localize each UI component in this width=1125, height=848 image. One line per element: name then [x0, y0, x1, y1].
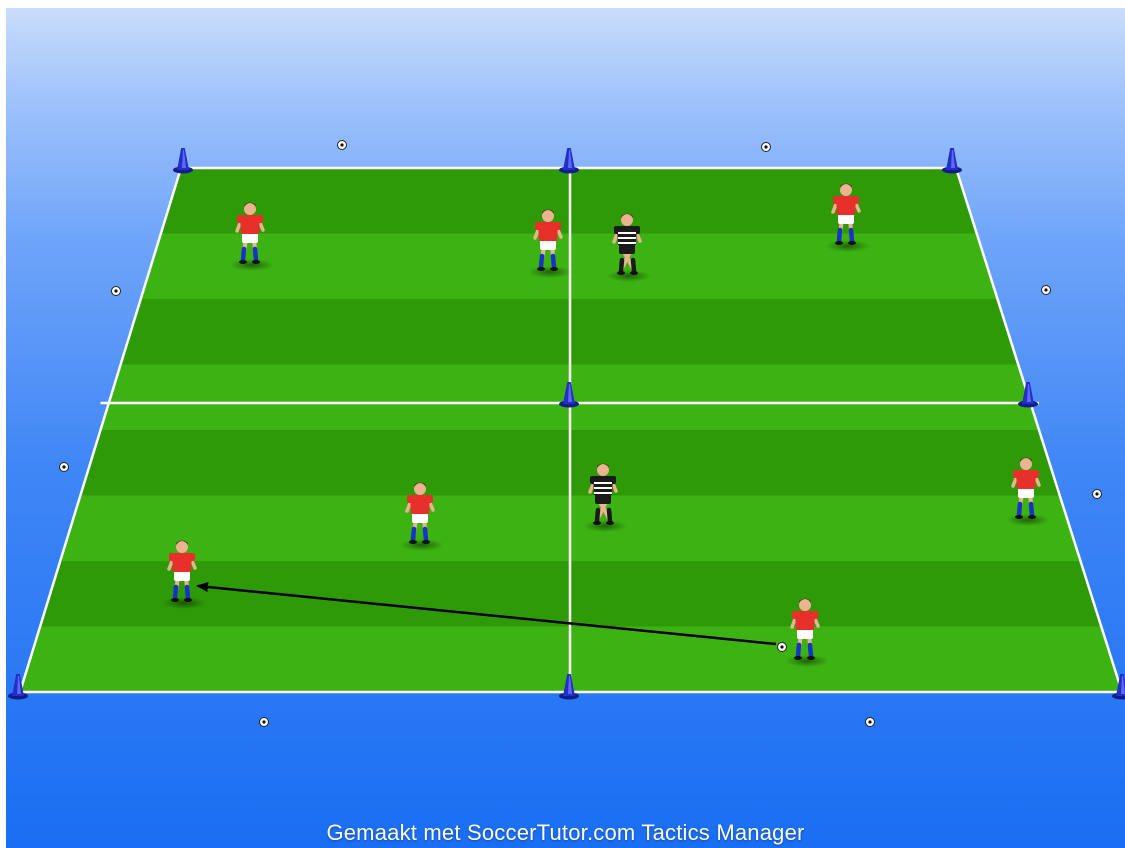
red-player-bottom-right-ball [785, 598, 829, 667]
watermark-text: Gemaakt met SoccerTutor.com Tactics Mana… [326, 820, 805, 845]
red-player-right-edge [1006, 457, 1050, 526]
cone-icon [8, 674, 28, 700]
pitch-diagram [8, 140, 1125, 727]
cone-icon [1112, 674, 1125, 700]
black-player-top [607, 213, 651, 282]
ball-icon [761, 142, 771, 152]
ball-icon [1092, 489, 1102, 499]
ball-icon [59, 462, 69, 472]
ball-icon [1041, 285, 1051, 295]
cone-icon [559, 382, 579, 408]
cones [8, 148, 1125, 700]
cone-icon [942, 148, 962, 174]
ball-icon [111, 286, 121, 296]
players [162, 183, 1050, 667]
cone-icon [1018, 382, 1038, 408]
cone-icon [559, 674, 579, 700]
black-player-bottom [583, 463, 627, 532]
red-player-top-left [230, 202, 274, 271]
red-player-top-center [528, 209, 572, 278]
balls [59, 140, 1102, 727]
red-player-bottom-left [162, 540, 206, 609]
pass-arrow-layer [196, 582, 777, 646]
cone-icon [559, 148, 579, 174]
ball-icon [259, 717, 269, 727]
ball-icon [337, 140, 347, 150]
red-player-middle-left [400, 482, 444, 551]
cone-icon [173, 148, 193, 174]
ball-icon [777, 642, 787, 652]
tactics-board: Gemaakt met SoccerTutor.com Tactics Mana… [6, 8, 1125, 848]
ball-icon [865, 717, 875, 727]
red-player-top-right [826, 183, 870, 252]
pass-arrow [196, 582, 777, 646]
